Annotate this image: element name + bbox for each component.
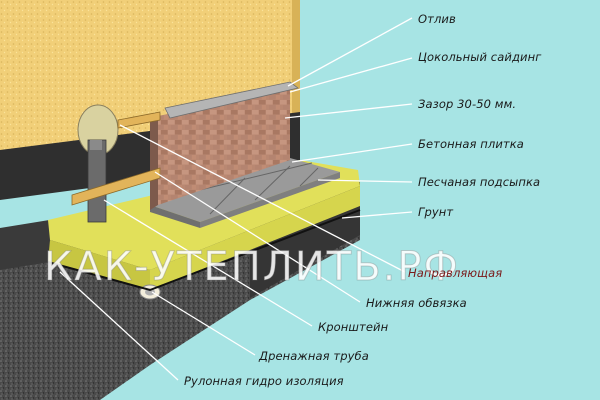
label-sand-bedding: Песчаная подсыпка xyxy=(418,175,541,189)
label-guide: Направляющая xyxy=(408,266,503,280)
label-drip-edge: Отлив xyxy=(418,12,456,26)
plinth-siding xyxy=(158,90,290,205)
label-roll-insulation: Рулонная гидро изоляция xyxy=(184,374,344,388)
watermark: КАК-УТЕПЛИТЬ.РФ xyxy=(44,244,460,291)
label-lower-frame: Нижняя обвязка xyxy=(366,296,467,310)
label-concrete-tile: Бетонная плитка xyxy=(418,137,524,151)
drip-edge xyxy=(164,81,299,119)
label-drain-pipe: Дренажная труба xyxy=(259,349,369,363)
label-gap: Зазор 30-50 мм. xyxy=(418,97,517,111)
wooden-guide xyxy=(71,167,161,206)
label-plinth-siding: Цокольный сайдинг xyxy=(418,50,542,64)
waterproofing-membrane xyxy=(47,209,361,292)
label-bracket: Кронштейн xyxy=(318,320,389,334)
bracket-post xyxy=(87,139,107,223)
leader-lines xyxy=(59,17,413,381)
label-ground: Грунт xyxy=(418,205,454,219)
